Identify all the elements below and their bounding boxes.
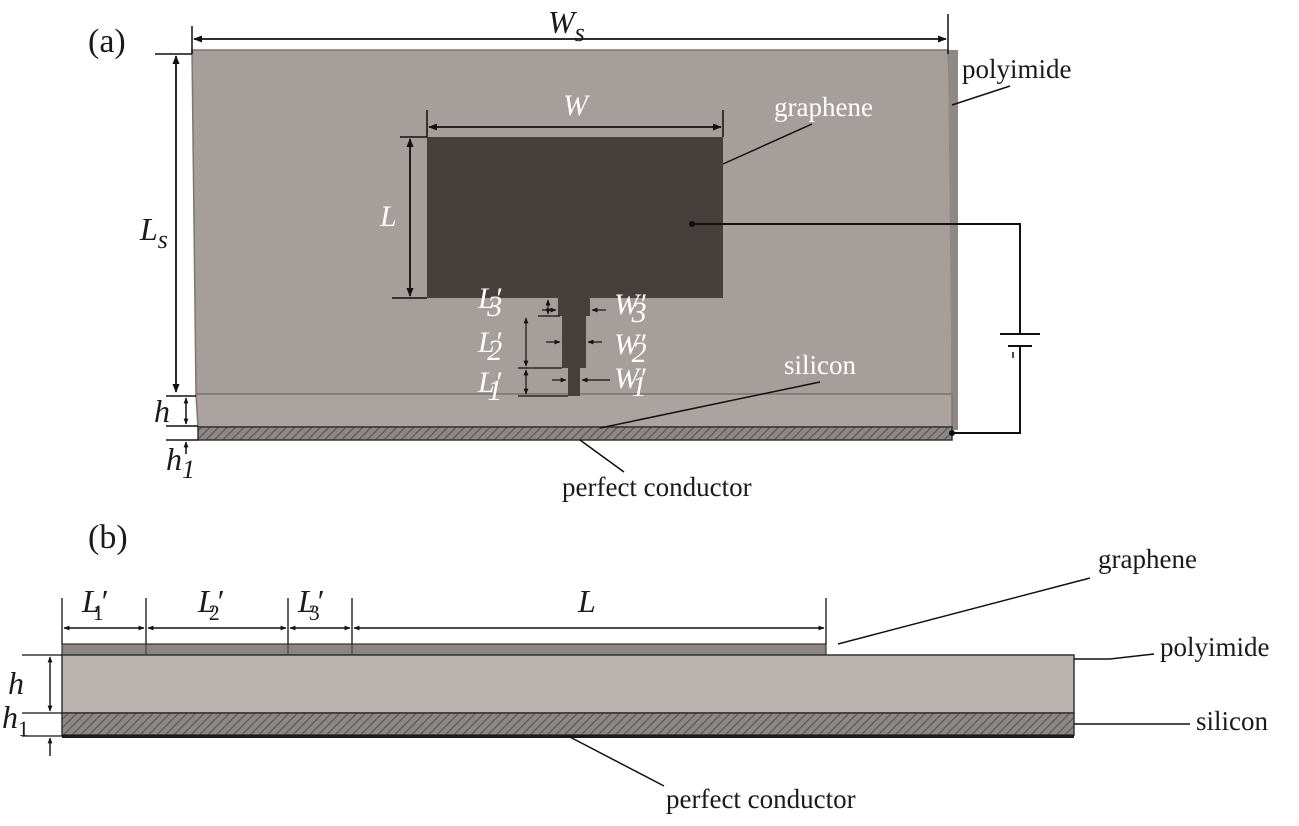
dim-h1: h1 (166, 441, 195, 484)
b-dim-h: h (8, 665, 24, 701)
graphene-patch (427, 137, 723, 298)
panel-a-label: (a) (88, 23, 126, 60)
panel-b-label: (b) (88, 519, 128, 556)
dim-w3p: W′3 (614, 288, 647, 329)
dim-l1p: L′1 (477, 366, 502, 407)
dim-l2p: L′2 (477, 326, 502, 367)
label-graphene-a: graphene (774, 92, 873, 122)
bias-circuit-wire-return (952, 346, 1021, 434)
dim-w: W (563, 89, 591, 122)
leader-silicon-a (599, 381, 821, 429)
b-dim-l3p: L′3 (297, 583, 324, 625)
dim-h: h (154, 393, 170, 429)
dim-ls: Ls (139, 211, 168, 254)
ground-point-dot (949, 430, 955, 436)
leader-polyimide-b (1074, 653, 1155, 660)
polyimide-side-face (948, 50, 958, 430)
leader-conductor-a (579, 439, 625, 473)
label-polyimide-b: polyimide (1160, 632, 1270, 662)
label-graphene-b: graphene (1098, 544, 1197, 574)
graphene-layer-b (61, 643, 827, 656)
leader-polyimide-a (951, 85, 1011, 106)
label-silicon-b: silicon (1196, 706, 1268, 736)
dim-w1p: W′1 (614, 362, 647, 403)
silicon-layer-front (195, 393, 953, 428)
label-perfect-conductor-b: perfect conductor (666, 784, 856, 814)
leader-graphene-a (722, 123, 813, 165)
b-dim-h1: h1 (2, 699, 29, 741)
b-dim-l: L (577, 583, 596, 619)
label-polyimide-a: polyimide (962, 54, 1072, 84)
polyimide-layer-b (61, 654, 1075, 714)
b-dim-l2p: L′2 (197, 583, 224, 625)
feed-segment-3 (558, 298, 590, 316)
dim-ws: Ws (548, 4, 585, 47)
feed-segment-1 (568, 368, 580, 396)
label-perfect-conductor-a: perfect conductor (562, 472, 752, 502)
leader-graphene-b (837, 577, 1091, 645)
dim-w2p: W′2 (614, 328, 647, 369)
label-silicon-a: silicon (784, 350, 856, 380)
b-dim-l1p: L′1 (81, 583, 108, 625)
bias-circuit-wire (692, 223, 1021, 334)
feed-segment-2 (562, 316, 586, 368)
dim-l3p: L′3 (477, 282, 502, 323)
leader-conductor-b (567, 735, 665, 787)
dim-l: L (379, 200, 397, 233)
perfect-conductor-strip (197, 426, 953, 441)
silicon-layer-b (61, 712, 1075, 736)
